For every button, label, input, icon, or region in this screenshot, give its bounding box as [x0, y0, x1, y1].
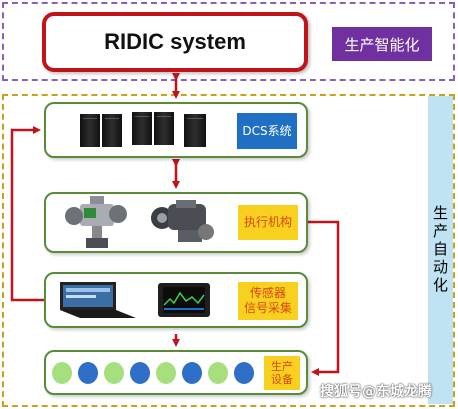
sensor-tag-text: 传感器 信号采集	[244, 286, 292, 316]
data-acquisition-device-icon	[158, 283, 210, 317]
electric-actuator-icon	[151, 200, 214, 242]
arrow-actuator-device-loop	[308, 220, 340, 376]
dcs-system-label: DCS系统	[242, 123, 292, 138]
production-automation-sidebar: 生产自动化	[428, 96, 453, 404]
intelligent-production-zone	[2, 2, 455, 81]
equipment-circle	[208, 362, 228, 384]
arrow-sensor-dcs-loop	[10, 126, 44, 302]
valve-actuator-icon	[65, 196, 127, 248]
server-rack-icon	[132, 112, 152, 145]
production-automation-label: 生产自动化	[431, 205, 449, 295]
intelligent-production-badge: 生产智能化	[332, 27, 432, 61]
automation-zone	[2, 94, 455, 407]
production-equipment-circles	[52, 362, 254, 384]
equipment-circle	[104, 362, 124, 384]
server-rack-icon	[80, 114, 100, 147]
server-rack-icon	[102, 114, 122, 147]
watermark-text: 搜狐号@东城龙腾	[320, 384, 432, 400]
ridic-system-title: RIDIC system	[104, 29, 246, 54]
equipment-circle	[52, 362, 72, 384]
server-rack-icon	[154, 112, 174, 145]
equipment-circle	[182, 362, 202, 384]
equipment-circle	[156, 362, 176, 384]
intelligent-production-label: 生产智能化	[344, 35, 420, 54]
sensor-label-line1: 传感器	[249, 286, 286, 300]
server-rack-icon	[184, 114, 206, 147]
production-equipment-tag-text: 生产 设备	[271, 360, 293, 386]
dcs-system-tag: DCS系统	[237, 113, 297, 149]
production-equipment-tag: 生产 设备	[264, 356, 300, 390]
sensor-label-line2: 信号采集	[243, 301, 292, 315]
dcs-server-racks	[80, 112, 210, 152]
equipment-circle	[78, 362, 98, 384]
actuator-tag: 执行机构	[238, 205, 298, 240]
rugged-laptop-icon	[60, 282, 136, 318]
watermark: 搜狐号@东城龙腾	[320, 381, 450, 401]
device-label-line2: 设备	[271, 373, 293, 386]
device-label-line1: 生产	[271, 360, 293, 373]
sensor-tag: 传感器 信号采集	[238, 282, 298, 320]
equipment-circle	[234, 362, 254, 384]
ridic-system-box: RIDIC system	[42, 12, 308, 72]
equipment-circle	[130, 362, 150, 384]
actuator-label: 执行机构	[243, 215, 292, 229]
